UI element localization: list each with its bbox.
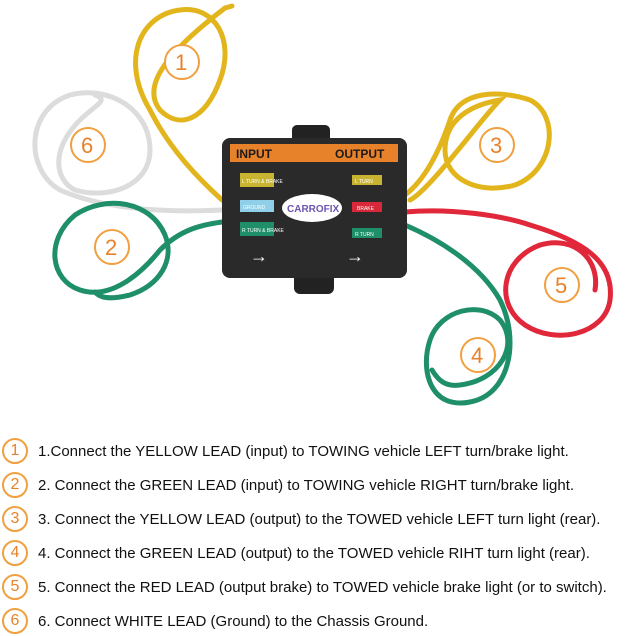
- instruction-row-4: 4 4. Connect the GREEN LEAD (output) to …: [0, 538, 640, 568]
- green-output-wire: [402, 222, 513, 406]
- instruction-row-1: 1 1.Connect the YELLOW LEAD (input) to T…: [0, 436, 640, 466]
- yellow-input-wire: [133, 3, 235, 203]
- number-badge-2: 2: [2, 472, 28, 498]
- wire-number-5: 5: [544, 267, 580, 303]
- instruction-row-3: 3 3. Connect the YELLOW LEAD (output) to…: [0, 504, 640, 534]
- white-ground-wire: [32, 90, 225, 214]
- arrow-right-icon: →: [346, 246, 364, 266]
- svg-text:1: 1: [175, 50, 187, 75]
- wire-number-1: 1: [164, 44, 200, 80]
- instruction-row-5: 5 5. Connect the RED LEAD (output brake)…: [0, 572, 640, 602]
- number-badge-6: 6: [2, 608, 28, 634]
- left-label-3-swatch: [240, 222, 274, 236]
- green-input-wire: [52, 200, 225, 301]
- wire-number-6: 6: [70, 127, 106, 163]
- number-badge-5: 5: [2, 574, 28, 600]
- number-badge-1: 1: [2, 438, 28, 464]
- svg-text:6: 6: [81, 133, 93, 158]
- left-label-3: R TURN & BRAKE: [242, 228, 285, 234]
- right-label-2-swatch: [352, 202, 382, 212]
- svg-text:2: 2: [105, 235, 117, 260]
- wire-number-4: 4: [460, 337, 496, 373]
- svg-text:5: 5: [555, 273, 567, 298]
- brand-logo: [282, 194, 342, 222]
- wire-number-2: 2: [94, 229, 130, 265]
- instruction-text-3: 3. Connect the YELLOW LEAD (output) to t…: [38, 510, 601, 528]
- output-label: OUTPUT: [335, 147, 385, 161]
- yellow-output-wire: [402, 91, 552, 203]
- left-label-2-swatch: [240, 200, 274, 212]
- arrow-left-icon: →: [250, 246, 268, 266]
- number-badge-3: 3: [2, 506, 28, 532]
- wire-number-3: 3: [479, 127, 515, 163]
- red-brake-wire: [402, 208, 613, 338]
- right-label-1-swatch: [352, 175, 382, 185]
- left-label-1: L TURN & BRAKE: [242, 179, 284, 185]
- instruction-text-1: 1.Connect the YELLOW LEAD (input) to TOW…: [38, 442, 569, 460]
- right-label-3-swatch: [352, 228, 382, 238]
- converter-module: INPUT OUTPUT L TURN & BRAKE GROUND R TUR…: [222, 125, 407, 294]
- instruction-text-5: 5. Connect the RED LEAD (output brake) t…: [38, 578, 607, 596]
- wiring-diagram: INPUT OUTPUT L TURN & BRAKE GROUND R TUR…: [32, 3, 613, 406]
- svg-text:4: 4: [471, 343, 483, 368]
- instruction-row-6: 6 6. Connect WHITE LEAD (Ground) to the …: [0, 606, 640, 636]
- number-badge-4: 4: [2, 540, 28, 566]
- module-header-bar: [230, 144, 398, 162]
- left-label-1-swatch: [240, 173, 274, 187]
- instruction-row-2: 2 2. Connect the GREEN LEAD (input) to T…: [0, 470, 640, 500]
- instruction-text-6: 6. Connect WHITE LEAD (Ground) to the Ch…: [38, 612, 429, 630]
- right-label-2: BRAKE: [357, 206, 375, 212]
- brand-text: CARROFIX: [287, 204, 340, 215]
- input-label: INPUT: [236, 147, 273, 161]
- instruction-text-4: 4. Connect the GREEN LEAD (output) to th…: [38, 544, 590, 562]
- left-label-2: GROUND: [243, 205, 266, 211]
- right-label-3: R TURN: [355, 232, 374, 238]
- instruction-text-2: 2. Connect the GREEN LEAD (input) to TOW…: [38, 476, 575, 494]
- right-label-1: L TURN: [355, 179, 373, 185]
- svg-text:3: 3: [490, 133, 502, 158]
